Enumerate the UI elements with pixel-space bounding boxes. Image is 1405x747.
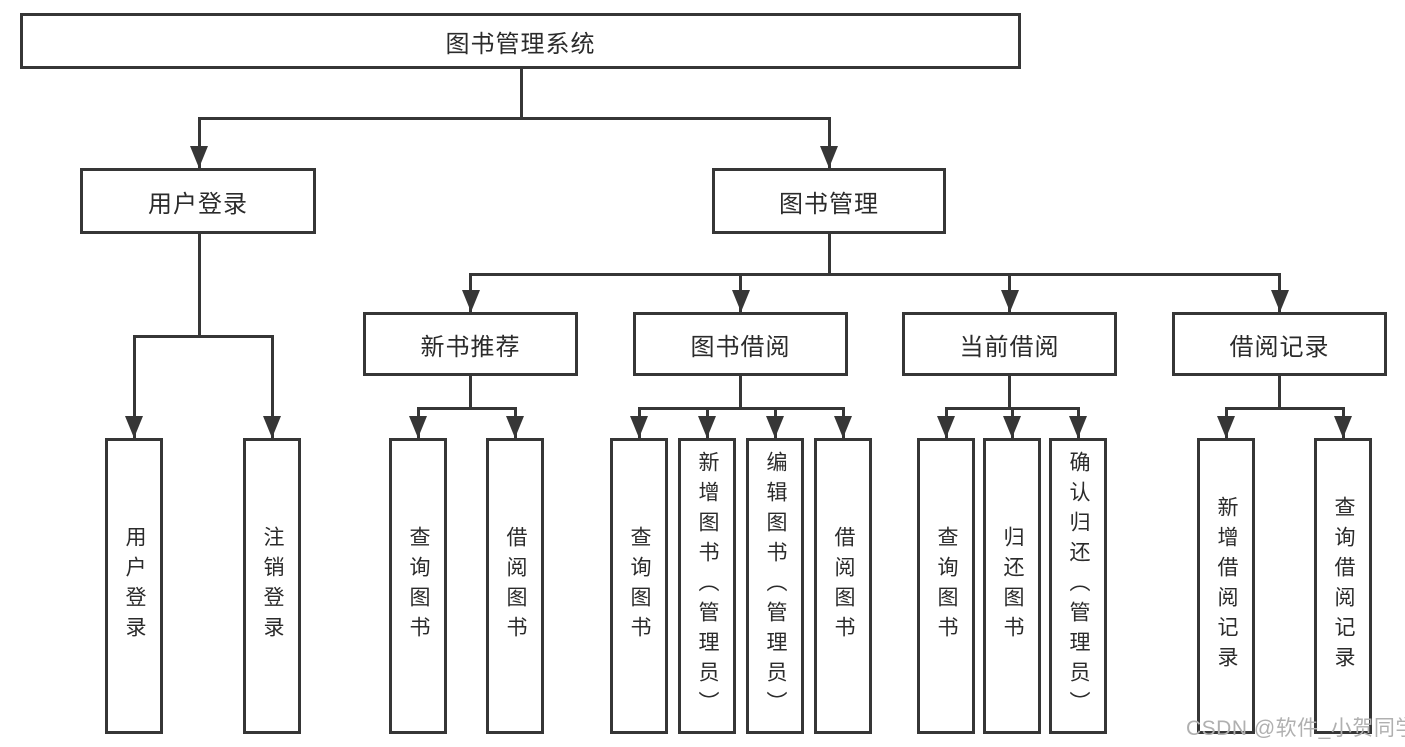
connector-line: [637, 407, 845, 410]
leaf-bb-query-books: 查询图书: [610, 438, 668, 734]
leaf-cb-confirm-return-admin: 确认归还（管理员）: [1049, 438, 1107, 734]
leaf-bb-edit-books-admin: 编辑图书（管理员）: [746, 438, 804, 734]
leaf-label: 确认归还（管理员）: [1067, 451, 1090, 721]
node-user-login-label: 用户登录: [148, 190, 248, 218]
arrow-down-icon: [1000, 290, 1019, 312]
leaf-cb-return-books: 归还图书: [983, 438, 1041, 734]
arrow-down-icon: [409, 416, 427, 438]
node-root-label: 图书管理系统: [445, 30, 596, 58]
arrow-down-icon: [1003, 416, 1021, 438]
leaf-nb-borrow-books: 借阅图书: [486, 438, 544, 734]
connector-line: [197, 234, 201, 335]
leaf-label: 查询图书: [407, 526, 430, 646]
node-current-borrow-label: 当前借阅: [959, 333, 1060, 361]
arrow-down-icon: [506, 416, 524, 438]
leaf-label: 借阅图书: [504, 526, 527, 646]
arrow-down-icon: [190, 146, 208, 168]
connector-line: [270, 335, 274, 438]
arrow-down-icon: [834, 416, 852, 438]
watermark-text: CSDN @软件_小贺同学: [1186, 717, 1405, 740]
node-current-borrow: 当前借阅: [902, 312, 1117, 376]
node-borrow-records-label: 借阅记录: [1229, 333, 1330, 361]
arrow-down-icon: [461, 290, 480, 312]
leaf-label: 查询图书: [628, 526, 651, 646]
leaf-label: 查询借阅记录: [1332, 496, 1355, 676]
connector-line: [469, 376, 472, 407]
connector-line: [416, 407, 517, 410]
arrow-down-icon: [820, 146, 838, 168]
leaf-label: 借阅图书: [832, 526, 855, 646]
arrow-down-icon: [698, 416, 716, 438]
node-book-management-label: 图书管理: [779, 190, 879, 218]
leaf-label: 新增图书（管理员）: [696, 451, 719, 721]
connector-line: [197, 117, 831, 120]
arrow-down-icon: [1217, 416, 1235, 438]
arrow-down-icon: [766, 416, 784, 438]
node-new-book-recommend-label: 新书推荐: [420, 333, 521, 361]
node-book-borrow: 图书借阅: [633, 312, 848, 376]
connector-line: [132, 335, 136, 438]
leaf-label: 查询图书: [935, 526, 958, 646]
leaf-nb-query-books: 查询图书: [389, 438, 447, 734]
connector-line: [739, 376, 742, 407]
arrow-down-icon: [125, 416, 143, 438]
leaf-br-add-record: 新增借阅记录: [1197, 438, 1255, 734]
node-borrow-records: 借阅记录: [1172, 312, 1387, 376]
leaf-label: 新增借阅记录: [1215, 496, 1238, 676]
connector-line: [1278, 376, 1281, 407]
node-book-management: 图书管理: [712, 168, 946, 234]
arrow-down-icon: [1069, 416, 1087, 438]
node-user-login: 用户登录: [80, 168, 316, 234]
arrow-down-icon: [263, 416, 281, 438]
arrow-down-icon: [1334, 416, 1352, 438]
leaf-bb-borrow-books: 借阅图书: [814, 438, 872, 734]
connector-line: [1224, 407, 1345, 410]
connector-line: [469, 273, 1281, 276]
node-root: 图书管理系统: [20, 13, 1021, 69]
connector-line: [132, 335, 274, 338]
arrow-down-icon: [630, 416, 648, 438]
arrow-down-icon: [1270, 290, 1289, 312]
node-book-borrow-label: 图书借阅: [690, 333, 791, 361]
leaf-bb-add-books-admin: 新增图书（管理员）: [678, 438, 736, 734]
leaf-user-login: 用户登录: [105, 438, 163, 734]
node-new-book-recommend: 新书推荐: [363, 312, 578, 376]
leaf-label: 用户登录: [123, 526, 146, 646]
leaf-label: 编辑图书（管理员）: [764, 451, 787, 721]
arrow-down-icon: [937, 416, 955, 438]
leaf-label: 归还图书: [1001, 526, 1024, 646]
connector-line: [197, 117, 201, 168]
connector-line: [827, 234, 831, 273]
arrow-down-icon: [731, 290, 750, 312]
connector-line: [1008, 376, 1011, 407]
connector-line: [519, 69, 523, 117]
connector-line: [827, 117, 831, 168]
leaf-br-query-record: 查询借阅记录: [1314, 438, 1372, 734]
leaf-cb-query-books: 查询图书: [917, 438, 975, 734]
leaf-logout: 注销登录: [243, 438, 301, 734]
leaf-label: 注销登录: [261, 526, 284, 646]
